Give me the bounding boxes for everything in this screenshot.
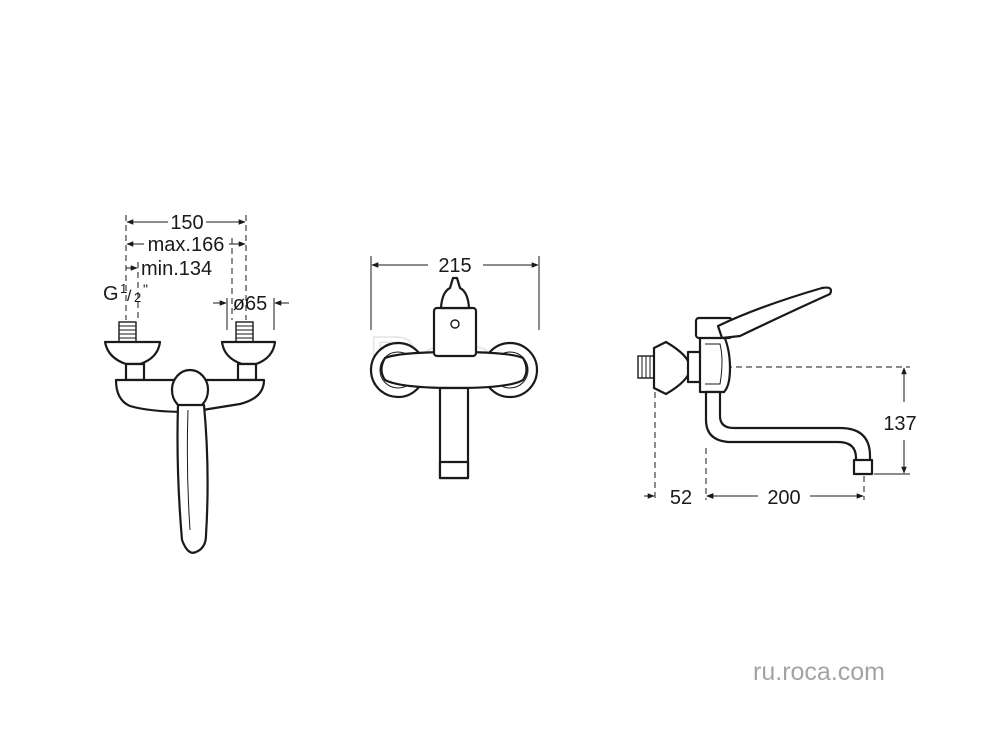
dimension-200: 200	[706, 487, 864, 509]
back-body	[380, 350, 528, 390]
svg-text:G: G	[103, 283, 119, 305]
diameter-label: ø65	[233, 293, 267, 315]
side-lever	[716, 286, 833, 340]
min-label: min.134	[141, 258, 212, 280]
side-view: 52 200 137	[637, 286, 917, 509]
dimension-min: min.134	[126, 258, 212, 280]
dimension-137: 137	[874, 367, 917, 475]
dimension-max: max.166	[126, 234, 246, 256]
side-flange	[652, 340, 692, 396]
spout-lever	[176, 403, 209, 554]
side-thread	[637, 355, 655, 379]
right-thread-nipple	[235, 321, 254, 343]
max-label: max.166	[148, 234, 225, 256]
svg-text:": "	[143, 281, 148, 297]
svg-text:1: 1	[120, 281, 127, 296]
website-url: ru.roca.com	[753, 658, 885, 686]
thread-label: G 1 / 2 "	[103, 281, 148, 305]
side-body	[698, 334, 732, 394]
svg-text:/: /	[127, 288, 132, 305]
left-flange	[103, 340, 162, 366]
front-view: 150 max.166 min.134 G 1 / 2 " ø65	[103, 212, 289, 554]
height-label: 137	[883, 413, 916, 435]
back-view: Roca 215	[367, 255, 540, 480]
dimension-150: 150	[126, 212, 246, 234]
back-handle	[439, 276, 471, 310]
wall-offset-label: 52	[670, 487, 692, 509]
cartridge	[432, 306, 478, 358]
spout-reach-label: 200	[767, 487, 800, 509]
svg-text:2: 2	[134, 290, 141, 305]
side-spout	[704, 390, 872, 474]
left-thread-nipple	[118, 321, 137, 343]
back-width-label: 215	[438, 255, 471, 277]
width-label: 150	[170, 212, 203, 234]
right-flange	[220, 340, 277, 366]
dimension-215: 215	[370, 255, 540, 330]
dimension-diameter: ø65	[213, 293, 289, 330]
